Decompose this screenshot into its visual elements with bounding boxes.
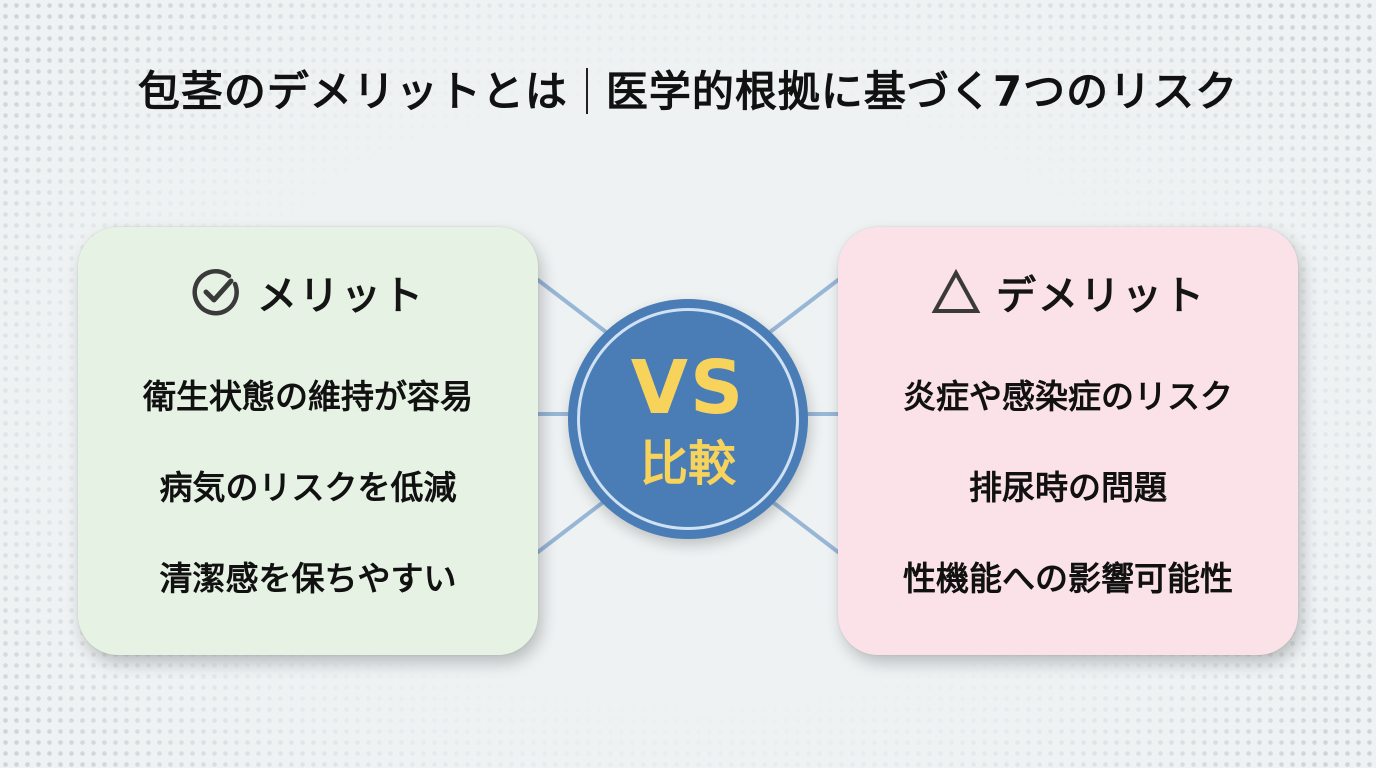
list-item: 排尿時の問題 bbox=[969, 468, 1167, 507]
demerit-card: デメリット 炎症や感染症のリスク 排尿時の問題 性機能への影響可能性 bbox=[838, 227, 1298, 655]
list-item: 清潔感を保ちやすい bbox=[159, 559, 457, 598]
check-circle-icon bbox=[191, 266, 243, 318]
page-title: 包茎のデメリットとは医学的根拠に基づく7つのリスク bbox=[0, 58, 1376, 119]
list-item: 病気のリスクを低減 bbox=[159, 468, 457, 507]
vs-ring bbox=[577, 308, 799, 530]
title-separator bbox=[585, 67, 588, 114]
demerit-list: 炎症や感染症のリスク 排尿時の問題 性機能への影響可能性 bbox=[838, 367, 1298, 640]
vs-badge: VS 比較 bbox=[568, 299, 808, 539]
merit-title: メリット bbox=[257, 273, 425, 319]
demerit-header: デメリット bbox=[838, 263, 1298, 321]
merit-card: メリット 衛生状態の維持が容易 病気のリスクを低減 清潔感を保ちやすい bbox=[78, 227, 538, 655]
vs-label: VS bbox=[630, 345, 746, 431]
comparison-label: 比較 bbox=[639, 436, 736, 492]
demerit-title: デメリット bbox=[996, 273, 1206, 319]
title-sub: 医学的根拠に基づく7つのリスク bbox=[605, 67, 1239, 116]
list-item: 性機能への影響可能性 bbox=[903, 559, 1233, 598]
list-item: 炎症や感染症のリスク bbox=[903, 377, 1233, 416]
title-main: 包茎のデメリットとは bbox=[137, 67, 568, 116]
list-item: 衛生状態の維持が容易 bbox=[143, 377, 473, 416]
merit-header: メリット bbox=[78, 263, 538, 321]
merit-list: 衛生状態の維持が容易 病気のリスクを低減 清潔感を保ちやすい bbox=[78, 367, 538, 640]
warning-triangle-icon bbox=[930, 266, 982, 318]
